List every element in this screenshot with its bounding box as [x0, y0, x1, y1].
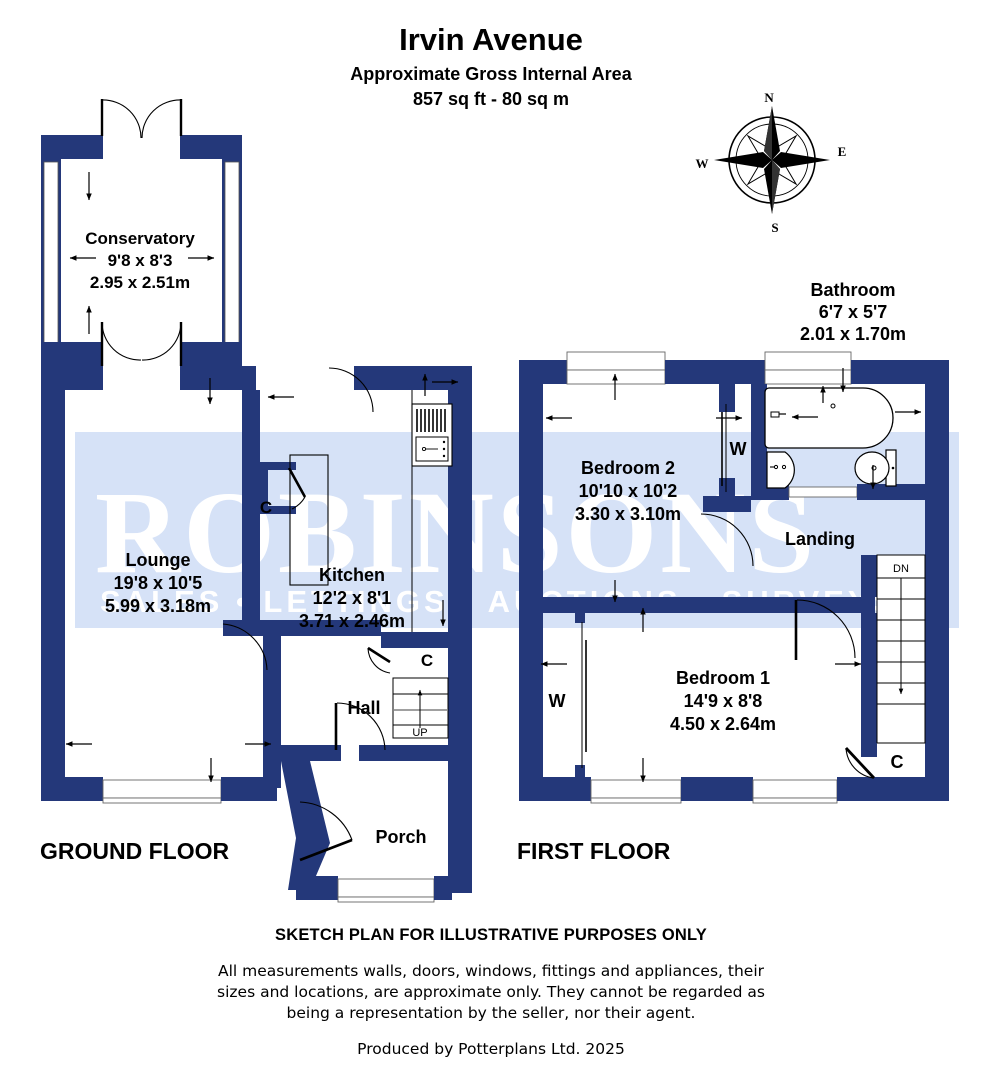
- ground-floor-walls: UP: [41, 366, 472, 903]
- wash-basin: [766, 451, 795, 489]
- hall-front-door: [334, 702, 386, 751]
- marker-wardrobe-bedroom2: W: [730, 439, 747, 459]
- room-label-lounge: Lounge: [126, 550, 191, 570]
- room-dims-bathroom-metric: 2.01 x 1.70m: [800, 324, 906, 344]
- room-label-porch: Porch: [375, 827, 426, 847]
- disclaimer-line-2: sizes and locations, are approximate onl…: [217, 983, 765, 1001]
- marker-cupboard-landing: C: [891, 752, 904, 772]
- compass-west-label: W: [696, 156, 709, 171]
- room-label-landing: Landing: [785, 529, 855, 549]
- room-dims-conservatory-metric: 2.95 x 2.51m: [90, 273, 190, 292]
- stairs-up: UP: [392, 677, 449, 739]
- room-dims-bedroom1-imperial: 14'9 x 8'8: [684, 691, 763, 711]
- compass-rose: N S E W: [696, 90, 847, 235]
- room-dims-bedroom2-imperial: 10'10 x 10'2: [579, 481, 678, 501]
- marker-wardrobe-bedroom1: W: [549, 691, 566, 711]
- compass-north-label: N: [764, 90, 774, 105]
- room-dims-lounge-imperial: 19'8 x 10'5: [114, 573, 203, 593]
- room-label-bedroom1: Bedroom 1: [676, 668, 770, 688]
- floor-label-ground: GROUND FLOOR: [40, 838, 229, 864]
- bedroom1-door: [794, 599, 856, 660]
- first-floor-plan: DN: [517, 280, 949, 864]
- stairs-down-label: DN: [893, 563, 909, 575]
- conservatory-bottom-doors: [100, 321, 183, 366]
- bedroom2-door: [700, 513, 754, 567]
- kitchen-door: [328, 366, 374, 413]
- produced-by: Produced by Potterplans Ltd. 2025: [357, 1040, 625, 1058]
- toilet: [854, 449, 897, 487]
- marker-cupboard-kitchen: C: [260, 498, 272, 517]
- ground-floor-plan: Conservatory 9'8 x 8'3 2.95 x 2.51m: [40, 99, 472, 903]
- room-dims-conservatory-imperial: 9'8 x 8'3: [108, 251, 173, 270]
- room-dims-bedroom1-metric: 4.50 x 2.64m: [670, 714, 776, 734]
- area-value: 857 sq ft - 80 sq m: [412, 89, 570, 109]
- room-dims-bedroom2-metric: 3.30 x 3.10m: [575, 504, 681, 524]
- bath-tub: [764, 387, 894, 449]
- lounge-door: [222, 623, 268, 671]
- marker-cupboard-hall: C: [421, 651, 433, 670]
- room-dims-kitchen-imperial: 12'2 x 8'1: [313, 588, 392, 608]
- room-label-conservatory: Conservatory: [85, 229, 195, 248]
- room-dims-bathroom-imperial: 6'7 x 5'7: [819, 302, 888, 322]
- stairs-up-label: UP: [412, 727, 427, 739]
- conservatory-structure: [41, 99, 242, 366]
- room-dims-lounge-metric: 5.99 x 3.18m: [105, 596, 211, 616]
- area-subtitle: Approximate Gross Internal Area: [350, 64, 632, 84]
- compass-east-label: E: [838, 144, 847, 159]
- disclaimer-line-1: All measurements walls, doors, windows, …: [217, 962, 765, 980]
- first-floor-walls: DN: [519, 351, 949, 804]
- compass-south-label: S: [771, 220, 778, 235]
- room-dims-kitchen-metric: 3.71 x 2.46m: [299, 611, 405, 631]
- page-title: Irvin Avenue: [399, 22, 583, 57]
- cooker-appliance: [411, 403, 453, 467]
- conservatory-top-doors: [100, 99, 183, 139]
- sketch-plan-note: SKETCH PLAN FOR ILLUSTRATIVE PURPOSES ON…: [275, 926, 707, 944]
- room-label-kitchen: Kitchen: [319, 565, 385, 585]
- room-label-bedroom2: Bedroom 2: [581, 458, 675, 478]
- stairs-down: DN: [876, 554, 926, 744]
- disclaimer-line-3: being a representation by the seller, no…: [286, 1004, 696, 1022]
- porch-structure: [281, 761, 472, 903]
- room-label-bathroom: Bathroom: [811, 280, 896, 300]
- floor-label-first: FIRST FLOOR: [517, 838, 671, 864]
- room-label-hall: Hall: [347, 698, 380, 718]
